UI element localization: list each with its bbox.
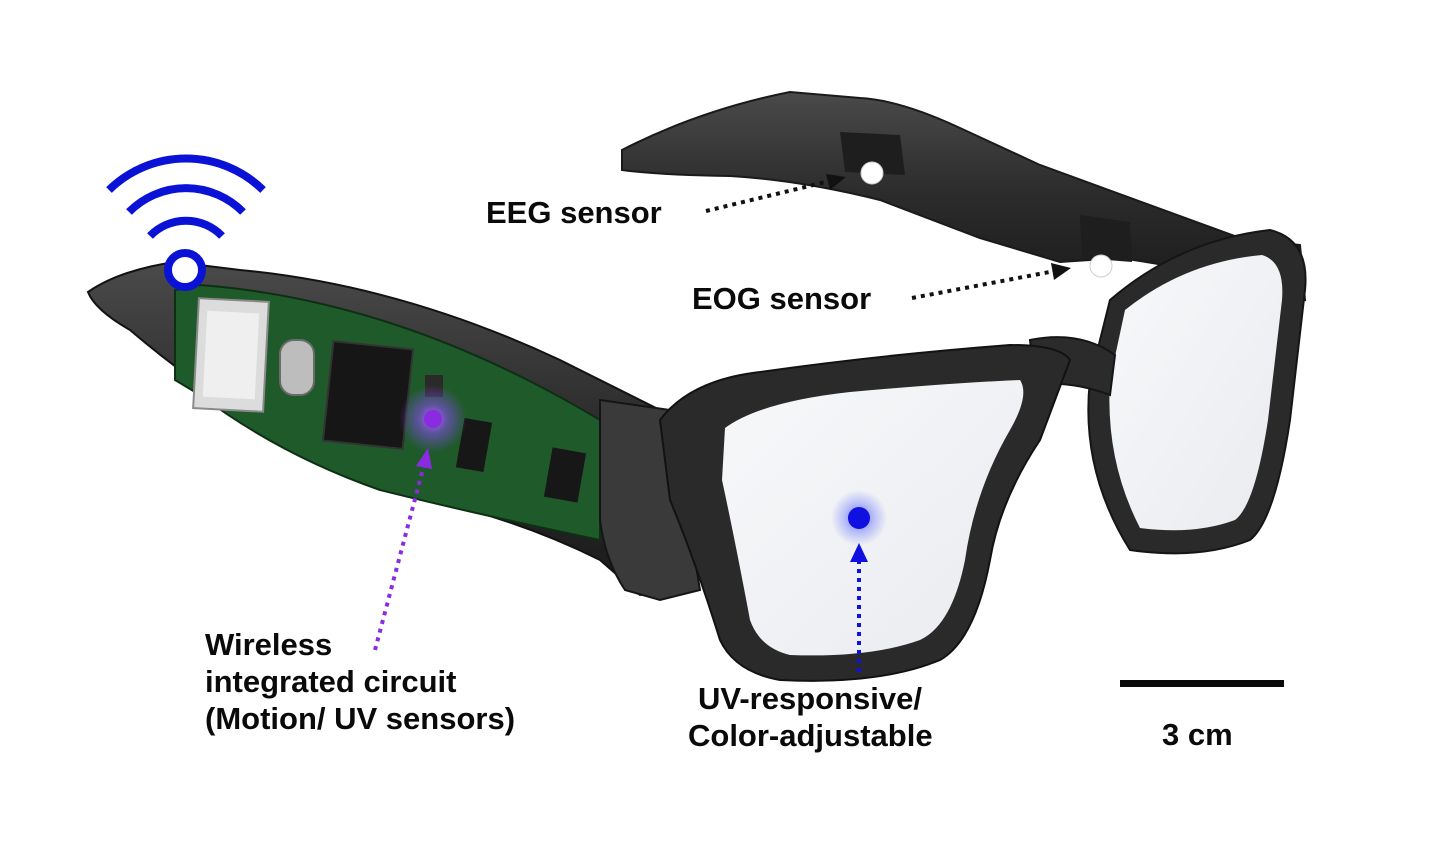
- eog-arrow: [911, 263, 1071, 300]
- wireless-circuit-label: Wireless integrated circuit (Motion/ UV …: [205, 626, 515, 737]
- scale-bar: [1120, 680, 1284, 687]
- uv-line-2: Color-adjustable: [688, 718, 933, 753]
- circuit-arrow: [373, 448, 432, 651]
- eog-sensor-label: EOG sensor: [692, 281, 872, 316]
- far-lens-frame: [1087, 228, 1307, 555]
- eeg-arrow: [705, 174, 846, 213]
- eeg-sensor-label: EEG sensor: [486, 195, 662, 230]
- lens-marker: [848, 507, 870, 529]
- uv-arrow: [850, 543, 868, 672]
- eog-sensor-marker: [1089, 254, 1113, 278]
- far-temple: [621, 90, 1307, 302]
- wifi-icon: [106, 154, 266, 291]
- wireless-line-2: integrated circuit: [205, 664, 457, 699]
- near-lens-frame: [658, 343, 1072, 682]
- near-temple: [86, 260, 692, 597]
- circuit-marker: [424, 410, 442, 428]
- uv-lens-label: UV-responsive/ Color-adjustable: [688, 680, 933, 754]
- scale-label: 3 cm: [1162, 717, 1233, 752]
- wireless-line-3: (Motion/ UV sensors): [205, 701, 516, 736]
- uv-line-1: UV-responsive/: [698, 681, 922, 716]
- eeg-sensor-marker: [860, 161, 884, 185]
- wireless-line-1: Wireless: [205, 627, 333, 662]
